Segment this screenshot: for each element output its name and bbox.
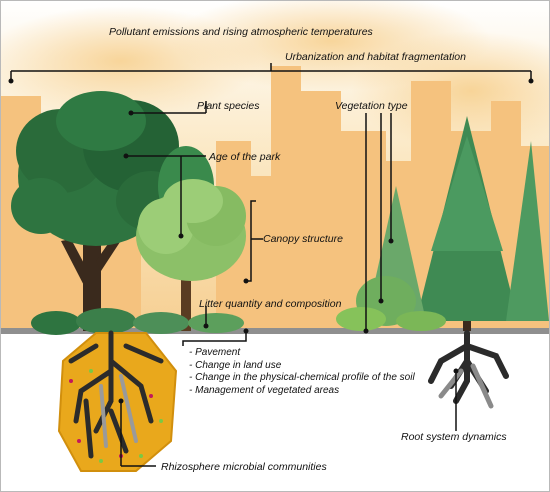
label-root-system: Root system dynamics: [401, 431, 507, 443]
ground-line: [1, 328, 549, 334]
label-age-of-park: Age of the park: [209, 151, 281, 163]
label-pollutant-emissions: Pollutant emissions and rising atmospher…: [109, 26, 373, 38]
connector-dots: [8, 78, 534, 404]
rhizosphere-hexagon: [57, 330, 178, 472]
soil-factor-item: - Management of vegetated areas: [189, 384, 340, 396]
light-tree: [136, 179, 246, 331]
connector-lines: [10, 63, 532, 467]
label-canopy-structure: Canopy structure: [263, 233, 343, 245]
label-vegetation-type: Vegetation type: [335, 100, 408, 112]
label-urbanization: Urbanization and habitat fragmentation: [285, 51, 466, 63]
soil-factor-list: - Pavement - Change in land use - Change…: [189, 347, 415, 397]
soil-factor-item: - Pavement: [189, 347, 241, 358]
label-rhizosphere: Rhizosphere microbial communities: [161, 461, 327, 473]
root-system: [428, 330, 509, 409]
soil-factor-item: - Change in land use: [189, 359, 282, 371]
left-shrubs: [31, 308, 244, 335]
soil-factor-item: - Change in the physical-chemical profil…: [189, 372, 415, 384]
label-litter: Litter quantity and composition: [199, 298, 342, 310]
label-plant-species: Plant species: [197, 100, 260, 112]
